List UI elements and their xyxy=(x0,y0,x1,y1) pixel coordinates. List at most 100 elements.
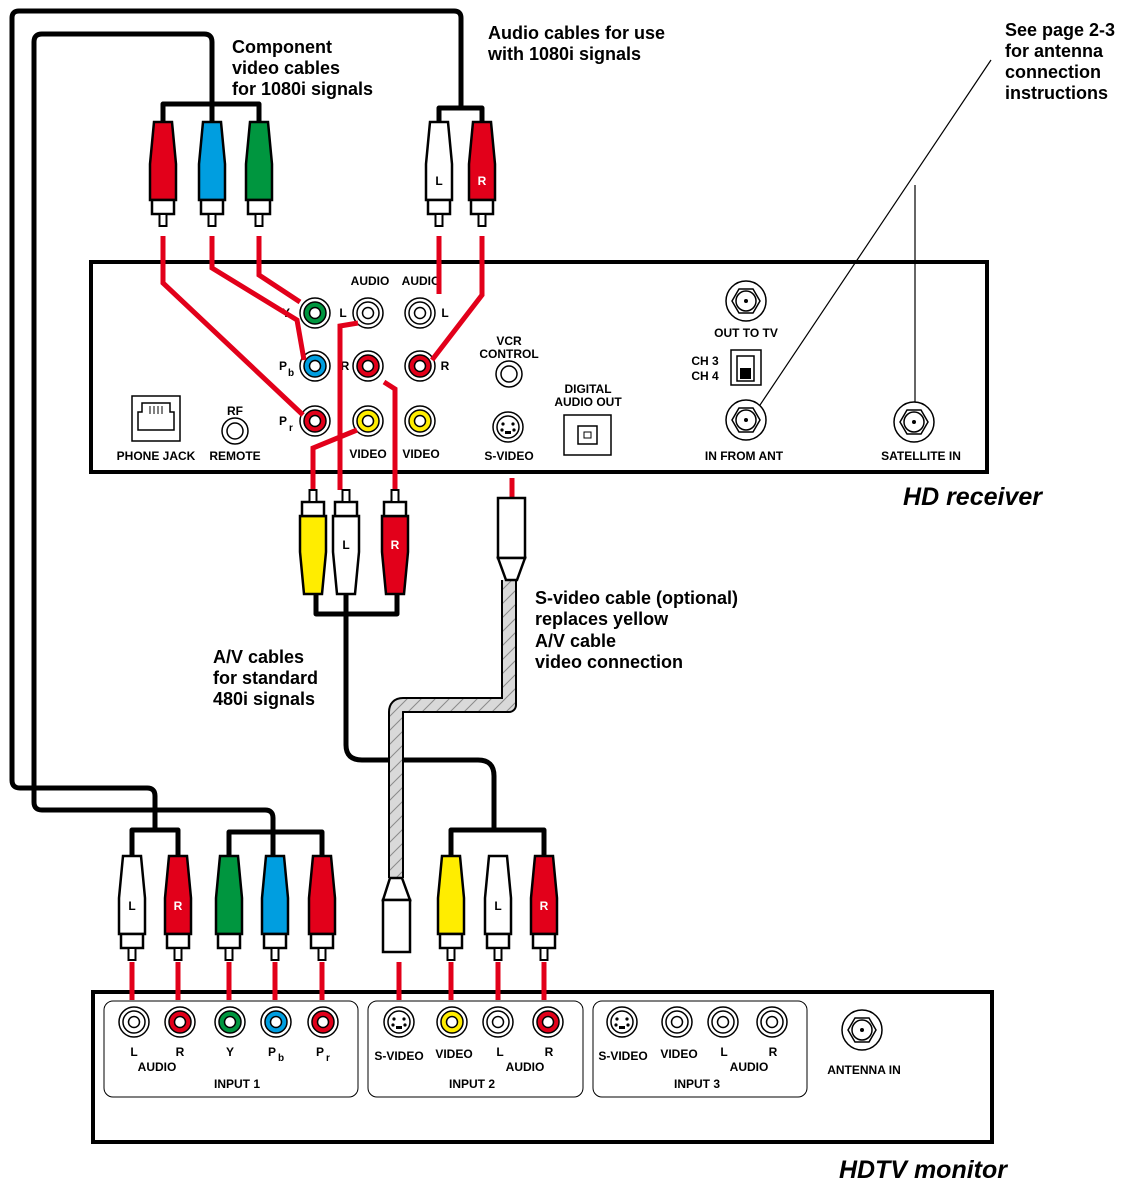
input2-label: INPUT 2 xyxy=(449,1077,495,1091)
monitor-in2-audio-label: AUDIO xyxy=(506,1060,545,1074)
receiver-audio1-l-label: L xyxy=(339,306,346,320)
receiver-audio1-label: AUDIO xyxy=(351,274,390,288)
out-to-tv-label: OUT TO TV xyxy=(714,326,778,340)
satellite-in-label: SATELLITE IN xyxy=(881,449,961,463)
receiver-pb-label: P xyxy=(279,359,287,373)
channel-switch[interactable] xyxy=(730,349,762,386)
receiver-video1-label: VIDEO xyxy=(349,447,386,461)
av-red-letter: R xyxy=(391,538,400,552)
note-svideo-4: video connection xyxy=(535,652,683,672)
note-antenna-3: connection xyxy=(1005,62,1101,82)
svideo-plug-top xyxy=(496,496,527,582)
monitor-antenna-in-label: ANTENNA IN xyxy=(827,1063,901,1077)
note-av-1: A/V cables xyxy=(213,647,304,667)
bottom-av-l-letter: L xyxy=(494,899,501,913)
receiver-pb-jack xyxy=(299,350,331,382)
jumper-lines xyxy=(129,236,547,1000)
note-component-2: video cables xyxy=(232,58,340,78)
receiver-audio2-r-label: R xyxy=(441,359,450,373)
bottom-green-plug xyxy=(214,854,244,962)
monitor-in2-video-jack xyxy=(436,1006,468,1038)
monitor-in2-r-label: R xyxy=(545,1045,554,1059)
monitor-in1-r-label: R xyxy=(176,1045,185,1059)
input1-label: INPUT 1 xyxy=(214,1077,260,1091)
in-from-ant-label: IN FROM ANT xyxy=(705,449,784,463)
note-component-3: for 1080i signals xyxy=(232,79,373,99)
av-cable-wire xyxy=(313,590,547,856)
bottom-av-r-letter: R xyxy=(540,899,549,913)
monitor-in1-pr-jack xyxy=(307,1006,339,1038)
receiver-audio2-label: AUDIO xyxy=(402,274,441,288)
input2-group xyxy=(367,1000,584,1098)
monitor-in3-video-label: VIDEO xyxy=(660,1047,697,1061)
audio-cable-wire xyxy=(9,8,485,856)
top-green-plug xyxy=(244,120,274,228)
receiver-svideo-jack xyxy=(492,411,524,443)
monitor-in2-video-label: VIDEO xyxy=(435,1047,472,1061)
receiver-audio1-r-label: R xyxy=(341,359,350,373)
monitor-in3-l-jack xyxy=(707,1006,739,1038)
receiver-pb-sub: b xyxy=(288,368,294,379)
monitor-in3-svideo-jack xyxy=(606,1006,638,1038)
vcr-label-2: CONTROL xyxy=(479,347,538,361)
monitor-in2-l-jack xyxy=(482,1006,514,1038)
receiver-pr-label: P xyxy=(279,414,287,428)
receiver-title: HD receiver xyxy=(903,483,1043,511)
monitor-in3-r-label: R xyxy=(769,1045,778,1059)
note-svideo-3: A/V cable xyxy=(535,631,616,651)
rf-label: RF xyxy=(227,404,243,418)
receiver-audio2-l-label: L xyxy=(441,306,448,320)
receiver-video2-label: VIDEO xyxy=(402,447,439,461)
phone-jack-label: PHONE JACK xyxy=(117,449,196,463)
note-antenna-2: for antenna xyxy=(1005,41,1104,61)
monitor-title: HDTV monitor xyxy=(839,1156,1008,1184)
svideo-cable-braid xyxy=(390,580,515,878)
bottom-audio-r-letter: R xyxy=(174,899,183,913)
in-from-ant-jack xyxy=(725,399,767,441)
note-antenna-1: See page 2-3 xyxy=(1005,20,1115,40)
receiver-pr-jack xyxy=(299,405,331,437)
svideo-plug-bottom xyxy=(381,876,412,954)
monitor-in2-r-jack xyxy=(532,1006,564,1038)
monitor-in1-audio-label: AUDIO xyxy=(138,1060,177,1074)
receiver-video2-jack xyxy=(404,405,436,437)
receiver-pr-sub: r xyxy=(289,423,293,434)
receiver-video1-jack xyxy=(352,405,384,437)
input3-label: INPUT 3 xyxy=(674,1077,720,1091)
monitor-in1-pb-sub: b xyxy=(278,1053,284,1064)
receiver-audio2-l-jack xyxy=(404,297,436,329)
monitor-in1-pr-sub: r xyxy=(326,1053,330,1064)
note-audio-2: with 1080i signals xyxy=(487,44,641,64)
vcr-control-jack xyxy=(495,360,523,388)
monitor-in3-audio-label: AUDIO xyxy=(730,1060,769,1074)
monitor-antenna-in-jack xyxy=(841,1009,883,1051)
receiver-audio2-r-jack xyxy=(404,350,436,382)
note-component-1: Component xyxy=(232,37,332,57)
receiver-y-jack xyxy=(299,297,331,329)
monitor-in2-l-label: L xyxy=(496,1045,503,1059)
digital-audio-out-jack xyxy=(563,414,612,456)
av-white-letter: L xyxy=(342,538,349,552)
out-to-tv-jack xyxy=(725,280,767,322)
monitor-in1-y-jack xyxy=(214,1006,246,1038)
monitor-in1-pb-jack xyxy=(260,1006,292,1038)
digital-label-1: DIGITAL xyxy=(564,382,611,396)
note-av-3: 480i signals xyxy=(213,689,315,709)
monitor-in2-svideo-jack xyxy=(383,1006,415,1038)
note-svideo-1: S-video cable (optional) xyxy=(535,588,738,608)
monitor-in2-svideo-label: S-VIDEO xyxy=(374,1049,423,1063)
top-audio-l-letter: L xyxy=(435,174,442,188)
monitor-in3-video-jack xyxy=(661,1006,693,1038)
satellite-in-jack xyxy=(893,401,935,443)
component-cable-wire xyxy=(31,31,325,862)
note-antenna-4: instructions xyxy=(1005,83,1108,103)
monitor-in1-r-jack xyxy=(164,1006,196,1038)
monitor-in1-y-label: Y xyxy=(226,1045,234,1059)
bottom-blue-plug xyxy=(260,854,290,962)
receiver-audio1-r-jack xyxy=(352,350,384,382)
monitor-in1-pb-label: P xyxy=(268,1045,276,1059)
bottom-red-plug xyxy=(307,854,337,962)
receiver-svideo-label: S-VIDEO xyxy=(484,449,533,463)
note-svideo-2: replaces yellow xyxy=(535,609,669,629)
top-audio-r-letter: R xyxy=(478,174,487,188)
